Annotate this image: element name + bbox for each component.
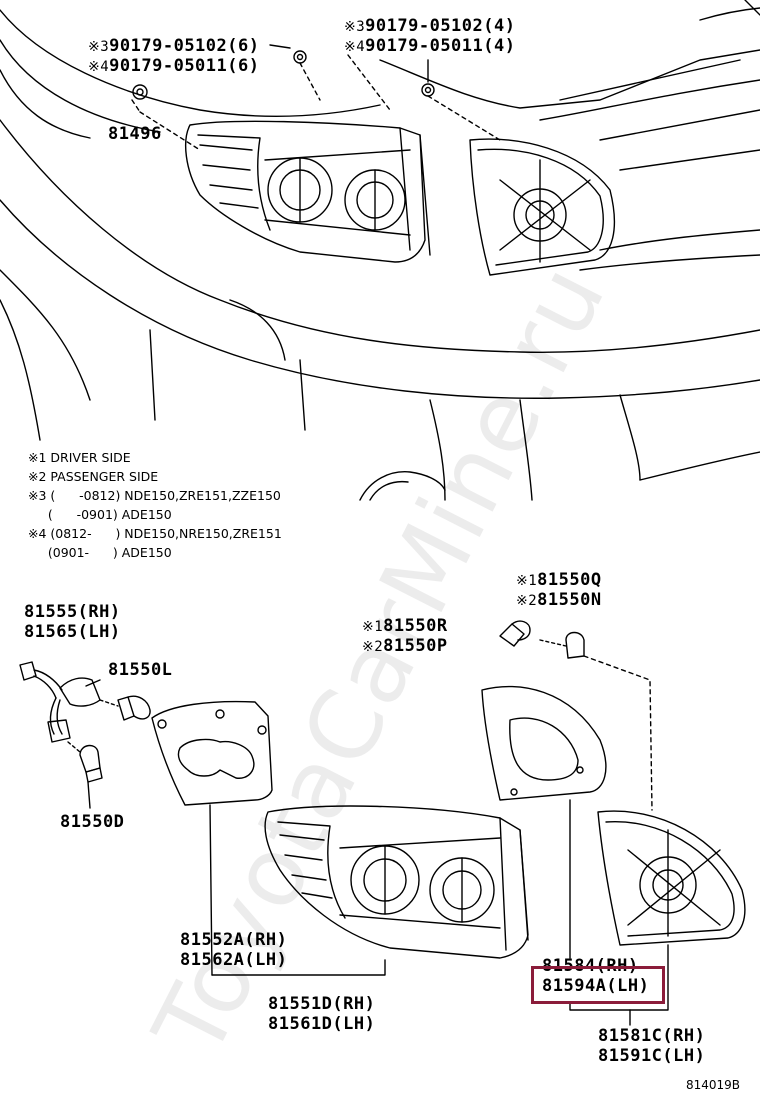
note-3-a: ※3 ( -0812) NDE150,ZRE151,ZZE150 xyxy=(28,488,281,503)
label-81551D: 81551D(RH) xyxy=(268,994,376,1014)
label-top-clip-2: ※490179-05011(6) xyxy=(88,56,260,76)
gasket-81584 xyxy=(481,685,631,1026)
note-driver-side: ※1 DRIVER SIDE xyxy=(28,450,131,465)
note-3-b: ( -0901) ADE150 xyxy=(28,507,172,522)
figure-code: 814019B xyxy=(686,1078,741,1092)
bulb-81550Q xyxy=(539,631,653,811)
bulb-81550R xyxy=(499,620,531,647)
label-top-clip-3: ※390179-05102(4) xyxy=(344,16,516,36)
label-81550L: 81550L xyxy=(108,660,173,680)
label-81581C: 81581C(RH) xyxy=(598,1026,706,1046)
highlight-box xyxy=(531,966,665,1004)
label-81561D: 81561D(LH) xyxy=(268,1014,376,1034)
note-4-b: (0901- ) ADE150 xyxy=(28,545,172,560)
label-81550Q: ※181550Q xyxy=(516,570,602,590)
bulb-81550L xyxy=(99,695,151,721)
top-outer-tail-lamp xyxy=(185,120,431,263)
label-81550R: ※181550R xyxy=(362,616,448,636)
top-fasteners xyxy=(131,44,501,151)
label-81496: 81496 xyxy=(108,124,162,144)
label-81591C: 81591C(LH) xyxy=(598,1046,706,1066)
label-81550P: ※281550P xyxy=(362,636,448,656)
label-top-clip-4: ※490179-05011(4) xyxy=(344,36,516,56)
tail-lamp-assembly-81551D xyxy=(211,805,529,976)
bulb-81550D xyxy=(67,741,103,809)
label-81550D: 81550D xyxy=(60,812,125,832)
car-body-outline xyxy=(0,0,760,501)
inner-lamp-assembly-81581C xyxy=(597,810,746,1011)
label-81555: 81555(RH) xyxy=(24,602,121,622)
label-81552A: 81552A(RH) xyxy=(180,930,288,950)
note-passenger-side: ※2 PASSENGER SIDE xyxy=(28,469,159,484)
top-inner-tail-lamp xyxy=(469,138,616,276)
socket-and-wire-assembly xyxy=(19,661,101,743)
note-4-a: ※4 (0812- ) NDE150,NRE150,ZRE151 xyxy=(28,526,282,541)
label-81594A: 81594A(LH) xyxy=(542,976,650,996)
label-81565: 81565(LH) xyxy=(24,622,121,642)
label-81562A: 81562A(LH) xyxy=(180,950,288,970)
gasket-81552A xyxy=(151,700,273,976)
label-81550N: ※281550N xyxy=(516,590,602,610)
label-top-clip-1: ※390179-05102(6) xyxy=(88,36,260,56)
